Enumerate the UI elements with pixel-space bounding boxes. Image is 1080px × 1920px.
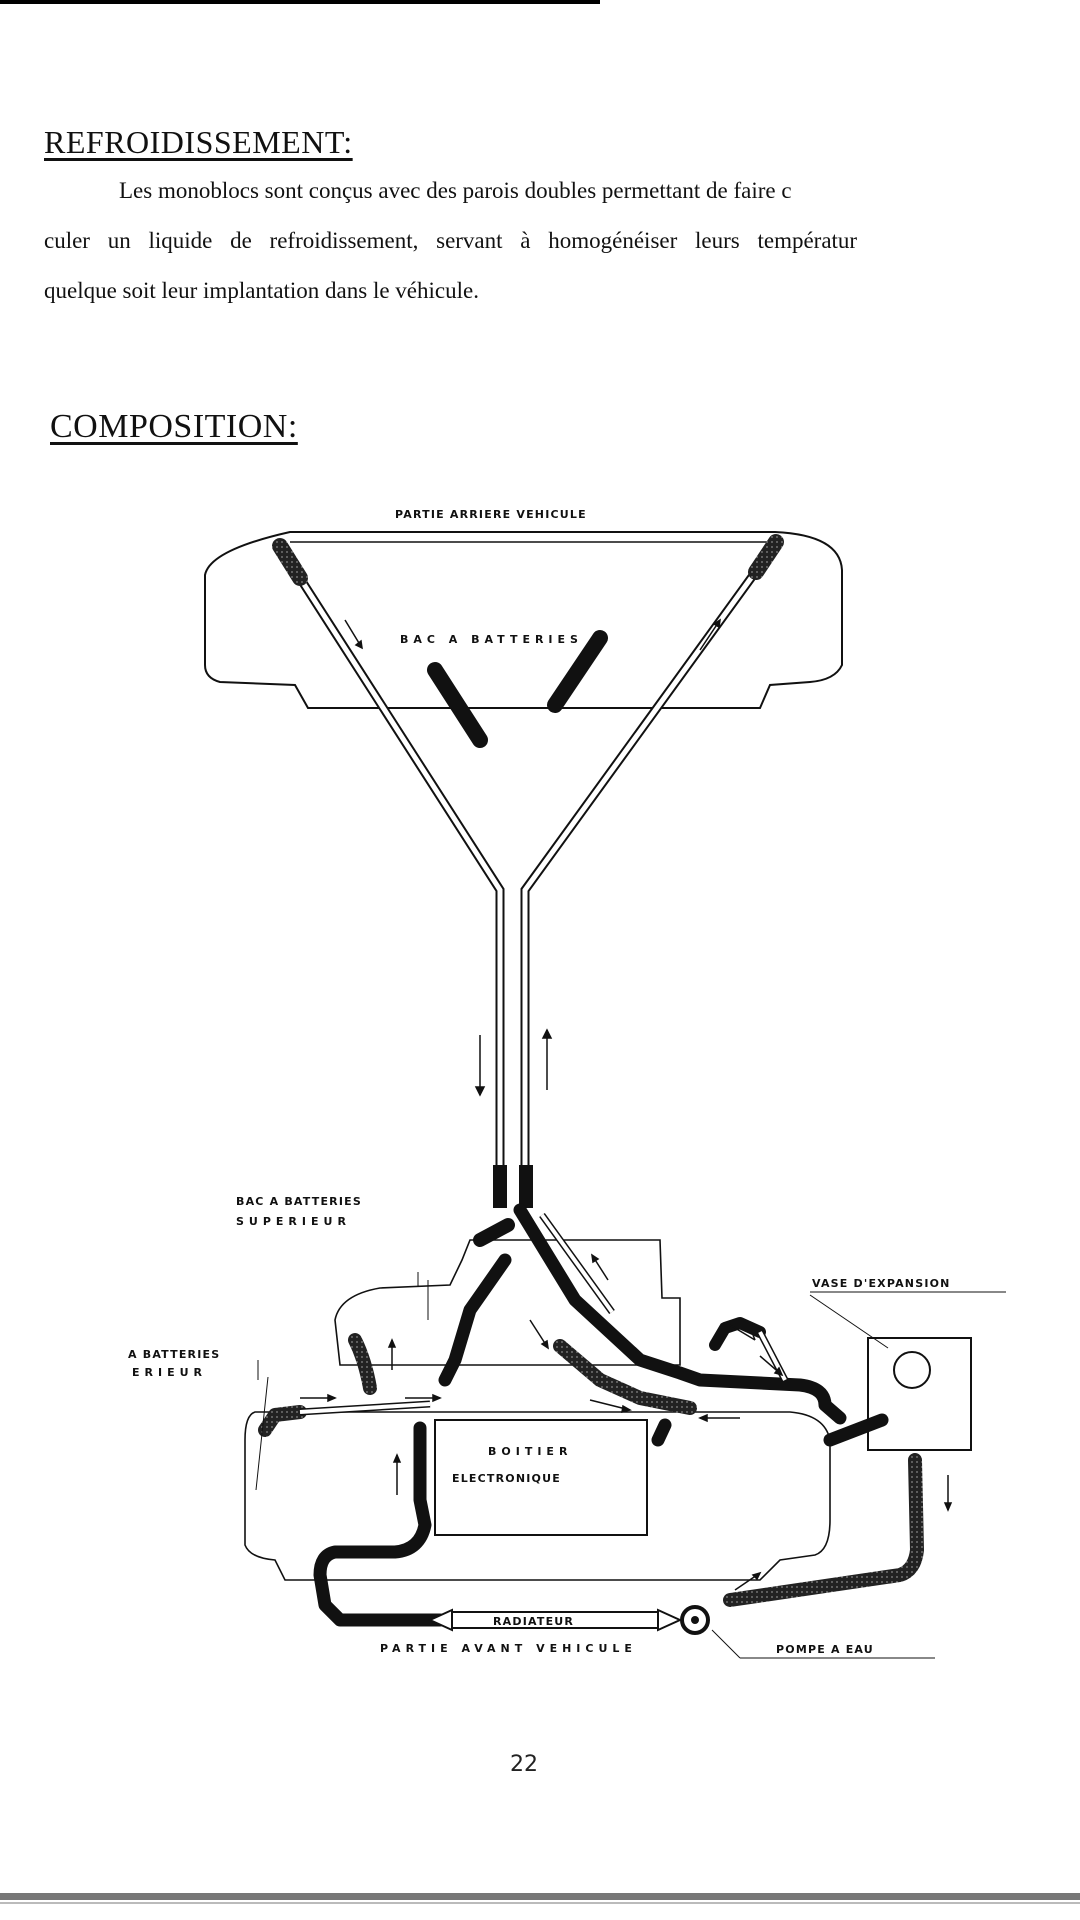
bottom-rule — [0, 1893, 1080, 1900]
hose-sleeve — [272, 538, 308, 586]
label-battery-box: BAC A BATTERIES — [400, 633, 583, 646]
expansion-vessel — [867, 1337, 972, 1451]
label-electronic-box-2: ELECTRONIQUE — [452, 1472, 561, 1485]
label-rear-vehicle: PARTIE ARRIERE VEHICULE — [395, 508, 587, 521]
label-upper-tray-1: BAC A BATTERIES — [236, 1195, 362, 1208]
label-radiator: RADIATEUR — [493, 1615, 574, 1628]
label-upper-tray-2: SUPERIEUR — [236, 1215, 351, 1228]
label-electronic-box-1: BOITIER — [488, 1445, 572, 1458]
page-number: 22 — [510, 1752, 538, 1777]
leader-bracket-inf — [255, 1360, 269, 1491]
paragraph-line-1: Les monoblocs sont conçus avec des paroi… — [119, 178, 792, 203]
label-water-pump: POMPE A EAU — [776, 1643, 874, 1656]
label-lower-tray-2: ERIEUR — [132, 1366, 207, 1379]
paragraph-line-2: culer un liquide de refroidissement, ser… — [44, 228, 858, 253]
hose-sleeve — [427, 662, 488, 748]
hose-sleeve — [547, 630, 608, 713]
flow-arrow — [300, 1253, 953, 1591]
rear-battery-box — [204, 531, 843, 709]
label-expansion-vessel: VASE D'EXPANSION — [812, 1277, 951, 1290]
radiator-left-end — [427, 1608, 453, 1632]
upper-battery-tray — [334, 1239, 681, 1366]
heading-composition: COMPOSITION: — [50, 408, 298, 445]
lower-battery-tray — [244, 1411, 831, 1581]
hose-sleeve — [748, 534, 784, 580]
paragraph-refroidissement: Les monoblocs sont conçus avec des paroi… — [44, 166, 1080, 316]
lower-hoses — [258, 1203, 924, 1627]
pipe-right-rear — [520, 542, 779, 1170]
pipe-left-rear — [278, 547, 505, 1170]
label-front-vehicle: PARTIE AVANT VEHICULE — [380, 1642, 637, 1655]
leader-line-vase — [809, 1294, 889, 1349]
paragraph-line-3: quelque soit leur implantation dans le v… — [44, 278, 479, 303]
label-lower-tray-1: A BATTERIES — [128, 1348, 220, 1361]
expansion-vessel-cap — [893, 1351, 931, 1389]
flow-arrow — [344, 618, 721, 1097]
heading-refroidissement: REFROIDISSEMENT: — [44, 124, 353, 160]
bottom-rule-shadow — [0, 1902, 1080, 1904]
radiator-right-end — [657, 1608, 683, 1632]
top-rule — [0, 0, 600, 4]
electronic-box — [434, 1419, 648, 1536]
water-pump-center — [691, 1616, 699, 1624]
leader-line-pompe — [711, 1629, 741, 1659]
leader-bracket-sup — [417, 1272, 429, 1320]
cooling-circuit-diagram: PARTIE ARRIERE VEHICULE BAC A BATTERIES … — [128, 508, 1006, 1659]
